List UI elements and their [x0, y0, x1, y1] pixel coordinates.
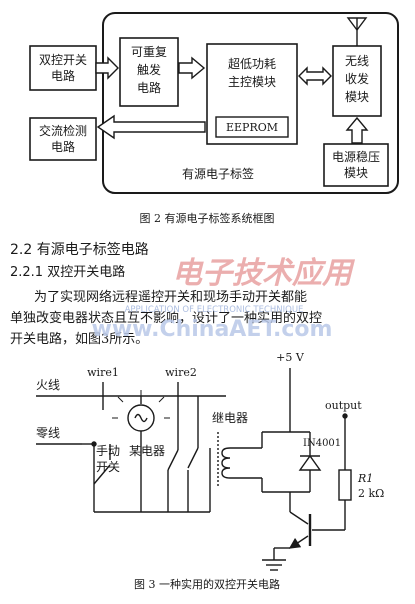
arrow-controller-wireless: [298, 66, 332, 86]
retrigger-label-1: 可重复: [131, 45, 167, 59]
paragraph-line-3: 开关电路，如图3所示。: [10, 331, 148, 347]
figure-3-circuit: [36, 368, 352, 571]
controller-label-2: 主控模块: [228, 75, 276, 89]
arrow-controller-to-acdetect: [96, 114, 206, 140]
neutral-wire-label: 零线: [36, 426, 60, 440]
wireless-label-3: 模块: [345, 90, 369, 104]
ground-icon: [262, 559, 286, 571]
retrigger-label-2: 触发: [137, 62, 161, 77]
power-box: [323, 143, 389, 187]
retrigger-label-3: 电路: [137, 80, 161, 95]
ac-detect-label-1: 交流检测: [39, 123, 87, 138]
arrow-switch-to-trigger: [95, 56, 119, 80]
manual-switch-blade: [93, 464, 111, 485]
retrigger-box: [119, 37, 179, 107]
figure-3-labels: wire1 wire2 火线 零线 手动 开关 某电器 继电器 +5 V IN4…: [36, 351, 384, 591]
diode-icon: [298, 454, 322, 471]
live-wire-label: 火线: [36, 378, 60, 392]
dual-switch-label-2: 电路: [51, 68, 75, 83]
controller-label-1: 超低功耗: [228, 56, 276, 71]
figure-3-caption: 图 3 一种实用的双控开关电路: [134, 577, 280, 591]
section-heading-2-2-1: 2.2.1 双控开关电路: [10, 264, 125, 280]
wireless-label-2: 收发: [345, 71, 369, 86]
wire2-label: wire2: [165, 366, 197, 379]
appliance-label: 某电器: [129, 444, 165, 458]
r1-name-label: R1: [357, 472, 373, 485]
diode-label: IN4001: [303, 438, 341, 449]
wireless-label-1: 无线: [345, 54, 369, 68]
watermark: 电子技术应用 APPLICATION OF ELECTRONIC TECHNIQ…: [92, 256, 356, 342]
figure-2-caption: 图 2 有源电子标签系统框图: [140, 211, 275, 225]
power-label-2: 模块: [344, 166, 368, 180]
ac-detect-label-2: 电路: [51, 139, 75, 154]
relay-label: 继电器: [212, 411, 248, 425]
arrow-trigger-to-controller: [178, 56, 206, 80]
relay-coil: [221, 447, 231, 479]
watermark-logo: 电子技术应用: [172, 256, 356, 291]
resistor-r1: [338, 469, 352, 501]
eeprom-label: EEPROM: [226, 121, 278, 134]
r1-value-label: 2 kΩ: [358, 487, 384, 500]
figure-2-block-diagram: 双控开关 电路 可重复 触发 电路 超低功耗 主控模块 EEPROM 无线 收发…: [29, 12, 399, 225]
watermark-subtitle: APPLICATION OF ELECTRONIC TECHNIQUE: [125, 305, 304, 315]
dual-switch-label-1: 双控开关: [39, 53, 87, 67]
ac-detect-box: [29, 117, 97, 161]
body-text: 2.2 有源电子标签电路 2.2.1 双控开关电路 为了实现网络远程遥控开关和现…: [10, 241, 322, 347]
arrow-power-to-wireless: [345, 116, 369, 144]
vcc-label: +5 V: [276, 351, 305, 364]
manual-switch-label-2: 开关: [96, 460, 120, 474]
paragraph-line-2: 单独改变电器状态且互不影响，设计了一种实用的双控: [10, 310, 322, 326]
paragraph-line-1: 为了实现网络远程遥控开关和现场手动开关都能: [34, 289, 307, 305]
section-heading-2-2: 2.2 有源电子标签电路: [10, 241, 149, 258]
power-label-1: 电源稳压: [332, 149, 380, 164]
eeprom-box: [215, 116, 289, 138]
antenna-icon: [346, 17, 368, 46]
active-tag-frame: [102, 12, 399, 194]
controller-box: [206, 43, 298, 145]
output-label: output: [325, 399, 362, 412]
tag-label: 有源电子标签: [182, 166, 254, 181]
lamp-rays: [112, 390, 170, 419]
relay-contact-blade: [187, 447, 199, 469]
manual-switch-label-1: 手动: [96, 444, 120, 458]
wire1-label: wire1: [87, 366, 119, 379]
watermark-url: www.ChinaAET.com: [92, 317, 333, 342]
